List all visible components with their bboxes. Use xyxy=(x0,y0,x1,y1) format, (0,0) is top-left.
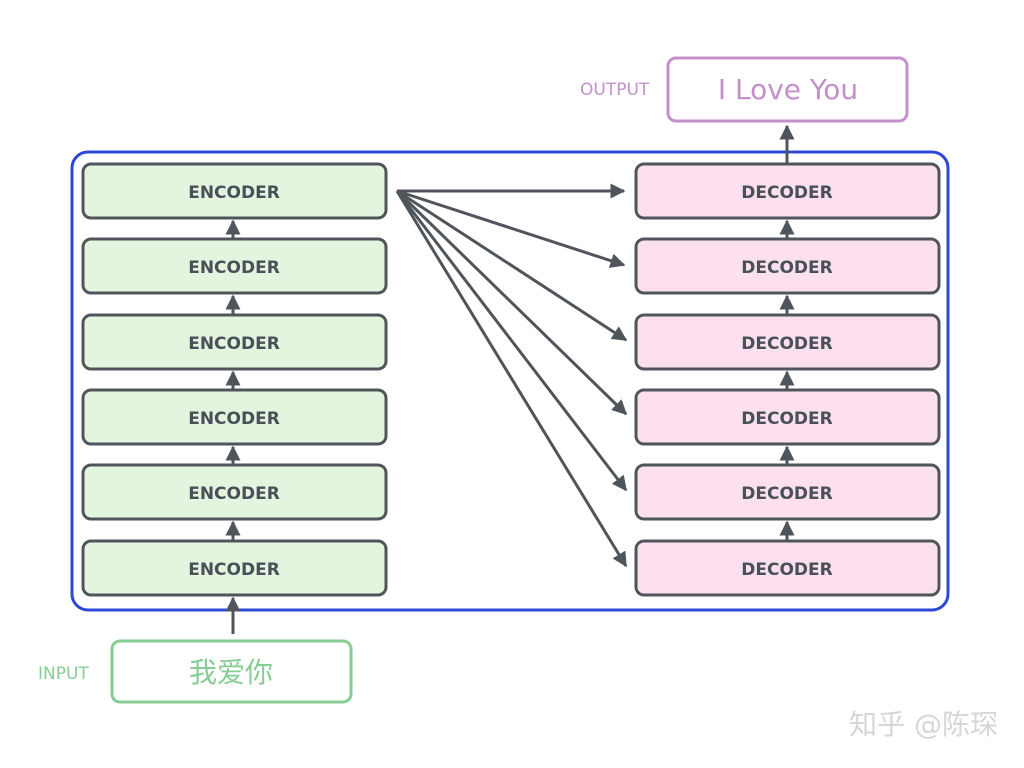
decoder-stack: DECODER DECODER DECODER DECODER DECODER … xyxy=(634,162,941,597)
encoder-label: ENCODER xyxy=(188,560,280,580)
decoder-label: DECODER xyxy=(741,183,832,203)
encoder-block: ENCODER xyxy=(81,237,388,295)
decoder-block: DECODER xyxy=(634,162,941,220)
decoder-block: DECODER xyxy=(634,237,941,295)
input-label: INPUT xyxy=(38,664,89,684)
input-box: 我爱你 xyxy=(110,639,353,704)
cross-attention-arrow xyxy=(395,190,628,568)
decoder-label: DECODER xyxy=(741,409,832,429)
input-text: 我爱你 xyxy=(189,656,273,689)
watermark-text: 知乎 @陈琛 xyxy=(849,708,998,741)
decoder-label: DECODER xyxy=(741,258,832,278)
encoder-to-decoder-arrows xyxy=(395,183,628,568)
decoder-label: DECODER xyxy=(741,560,832,580)
encoder-label: ENCODER xyxy=(188,183,280,203)
cross-attention-arrow xyxy=(396,189,628,342)
output-label: OUTPUT xyxy=(580,80,650,100)
encoder-block: ENCODER xyxy=(81,162,388,220)
encoder-block: ENCODER xyxy=(81,463,388,521)
encoder-stack: ENCODER ENCODER ENCODER ENCODER ENCODER … xyxy=(81,162,388,597)
encoder-block: ENCODER xyxy=(81,539,388,597)
encoder-label: ENCODER xyxy=(188,484,280,504)
cross-attention-arrow xyxy=(395,189,628,416)
decoder-block: DECODER xyxy=(634,388,941,446)
decoder-block: DECODER xyxy=(634,539,941,597)
decoder-label: DECODER xyxy=(741,334,832,354)
encoder-block: ENCODER xyxy=(81,313,388,371)
output-text: I Love You xyxy=(718,73,858,106)
cross-attention-arrow xyxy=(395,190,628,492)
decoder-label: DECODER xyxy=(741,484,832,504)
encoder-label: ENCODER xyxy=(188,334,280,354)
model-frame xyxy=(70,150,950,612)
decoder-block: DECODER xyxy=(634,313,941,371)
cross-attention-arrow xyxy=(396,189,626,268)
encoder-label: ENCODER xyxy=(188,409,280,429)
output-box: I Love You xyxy=(666,56,909,123)
encoder-label: ENCODER xyxy=(188,258,280,278)
decoder-block: DECODER xyxy=(634,463,941,521)
encoder-block: ENCODER xyxy=(81,388,388,446)
